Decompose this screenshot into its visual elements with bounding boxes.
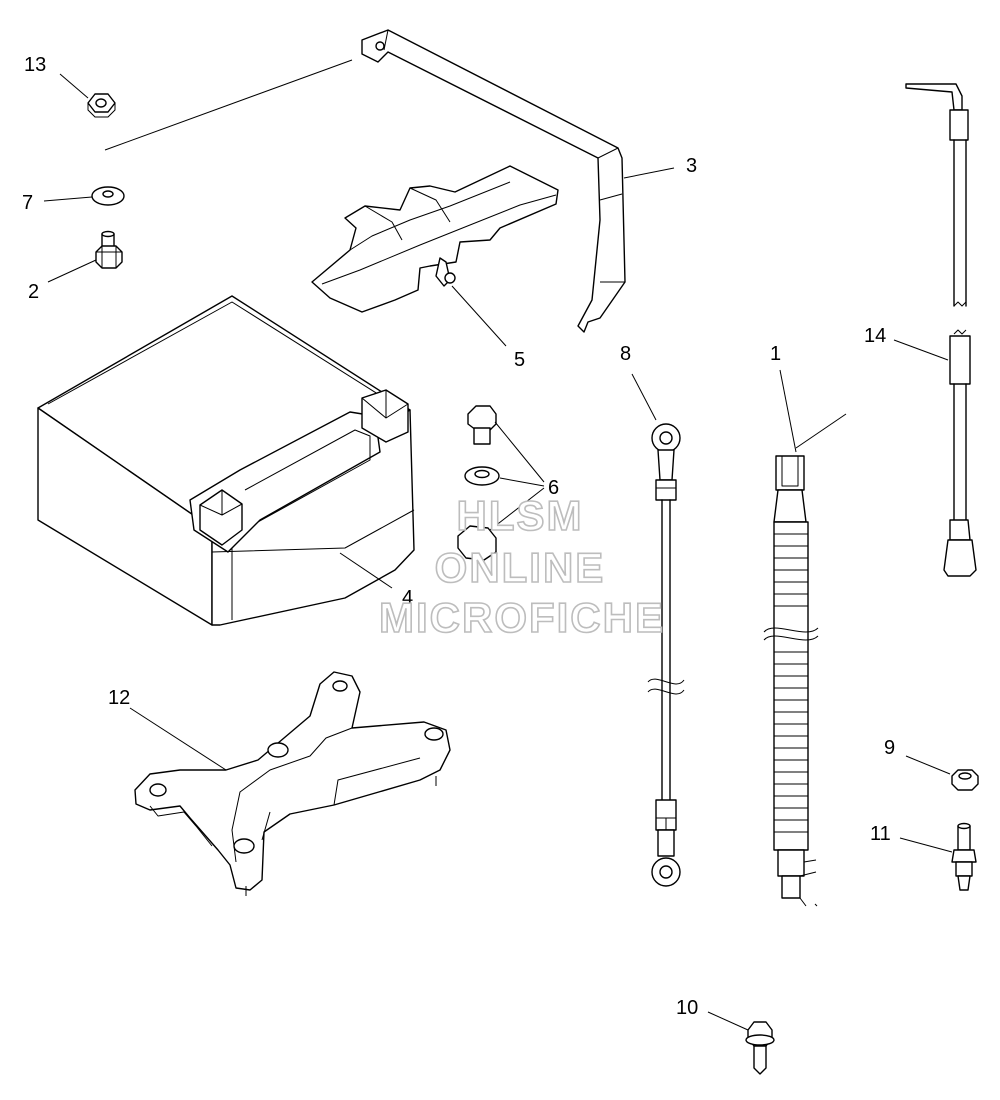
part-6-bolt-washer-nut [457,405,545,561]
callout-2: 2 [28,281,39,303]
watermark-line-2: ONLINE [435,544,606,591]
part-1-positive-cable [763,369,847,907]
callout-3: 3 [686,155,697,177]
part-9-small-nut [905,755,979,791]
part-12-battery-tray [129,671,451,896]
callout-14: 14 [864,325,886,347]
callout-10: 10 [676,997,698,1019]
callout-11: 11 [870,823,891,845]
callout-13: 13 [24,54,46,76]
callout-7: 7 [22,192,33,214]
leader-7 [43,196,93,202]
callout-8: 8 [620,343,631,365]
watermark-line-1: HLSM [457,492,584,539]
callout-1: 1 [770,343,781,365]
part-13-flange-nut [87,93,116,118]
leader-5 [451,285,507,347]
callout-4: 4 [402,587,413,609]
leader-13 [59,73,89,99]
part-5-battery-pad [311,165,559,313]
part-8-ground-cable [631,373,685,887]
part-10-flange-screw [707,1011,775,1075]
part-7-washer [91,186,125,206]
leader-3 [623,167,675,179]
callout-6: 6 [548,477,559,499]
part-11-stud [899,822,977,891]
part-2-screw [95,230,123,269]
part-3-battery-strap [104,29,626,333]
callout-9: 9 [884,737,895,759]
leader-2 [47,259,97,283]
part-4-battery [37,295,415,626]
part-14-vent-tube [893,83,977,577]
callout-12: 12 [108,687,130,709]
watermark-line-3: MICROFICHE [379,594,665,641]
callout-5: 5 [514,349,525,371]
